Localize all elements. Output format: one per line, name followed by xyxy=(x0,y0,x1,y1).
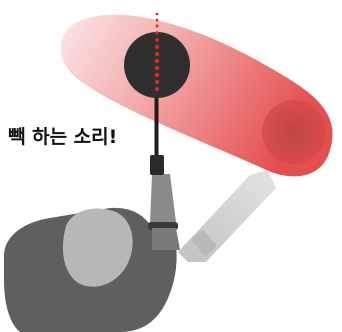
racket-shaft xyxy=(155,95,159,157)
arm xyxy=(150,174,176,224)
person-topdown-icon xyxy=(4,174,180,332)
racket-grip xyxy=(150,155,164,175)
sound-effect-caption: 빽 하는 소리! xyxy=(8,122,117,149)
motion-ghost-racket-icon xyxy=(262,100,326,164)
